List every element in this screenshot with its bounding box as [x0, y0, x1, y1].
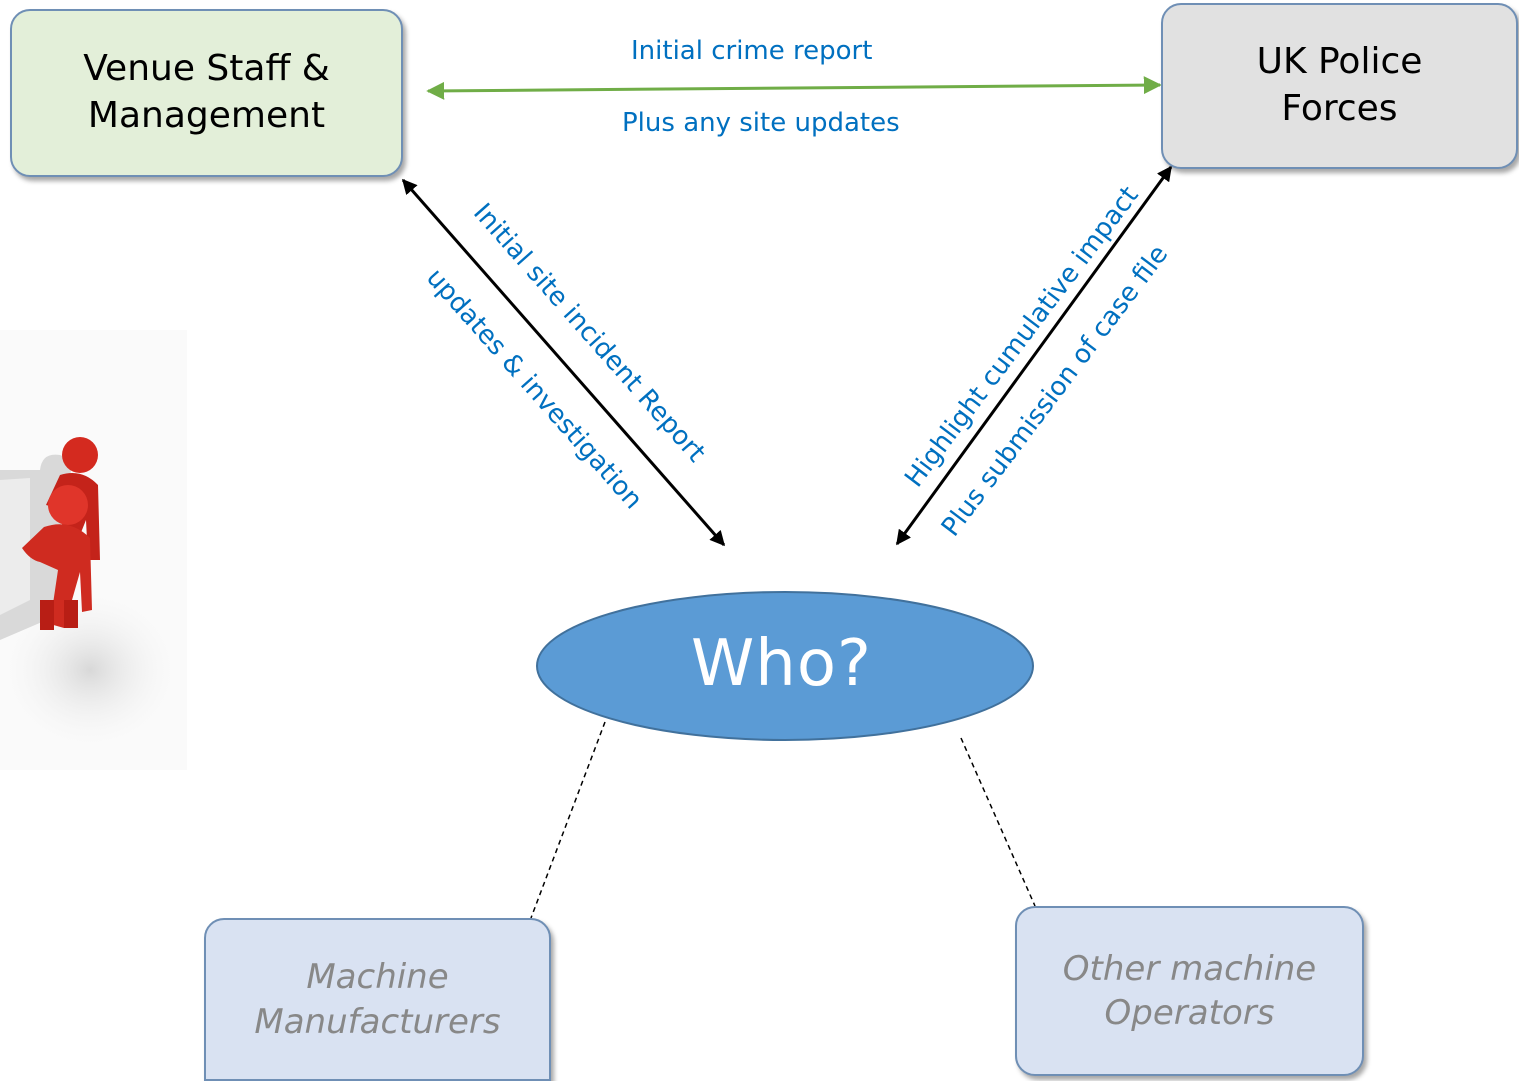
- manufacturers-label-line1: Machine: [306, 957, 449, 998]
- red-figures-puzzle-icon: [0, 330, 190, 770]
- who-ellipse: [536, 591, 1034, 741]
- machine-manufacturers-node: Machine Manufacturers: [204, 918, 551, 1081]
- venue-label-line1: Venue Staff &: [83, 48, 330, 90]
- police-label-line2: Forces: [1281, 88, 1398, 129]
- venue-police-label-below: Plus any site updates: [622, 108, 900, 138]
- who-manufacturers-dashed-line: [530, 721, 606, 919]
- who-label: Who?: [691, 627, 872, 701]
- venue-who-arrow: [401, 178, 726, 547]
- venue-label-line2: Management: [87, 95, 326, 136]
- uk-police-node: UK Police Forces: [1161, 3, 1518, 169]
- venue-police-arrow: [426, 76, 1162, 100]
- operators-label-line1: Other machine: [1062, 948, 1317, 989]
- other-operators-node: Other machine Operators: [1015, 906, 1364, 1076]
- manufacturers-label-line2: Manufacturers: [254, 1001, 501, 1042]
- operators-label-line2: Operators: [1104, 993, 1275, 1033]
- police-who-arrow: [895, 165, 1173, 546]
- police-label-line1: UK Police: [1256, 41, 1423, 83]
- who-operators-dashed-line: [960, 737, 1036, 907]
- venue-police-label-above: Initial crime report: [631, 36, 873, 66]
- venue-staff-node: Venue Staff & Management: [10, 9, 403, 177]
